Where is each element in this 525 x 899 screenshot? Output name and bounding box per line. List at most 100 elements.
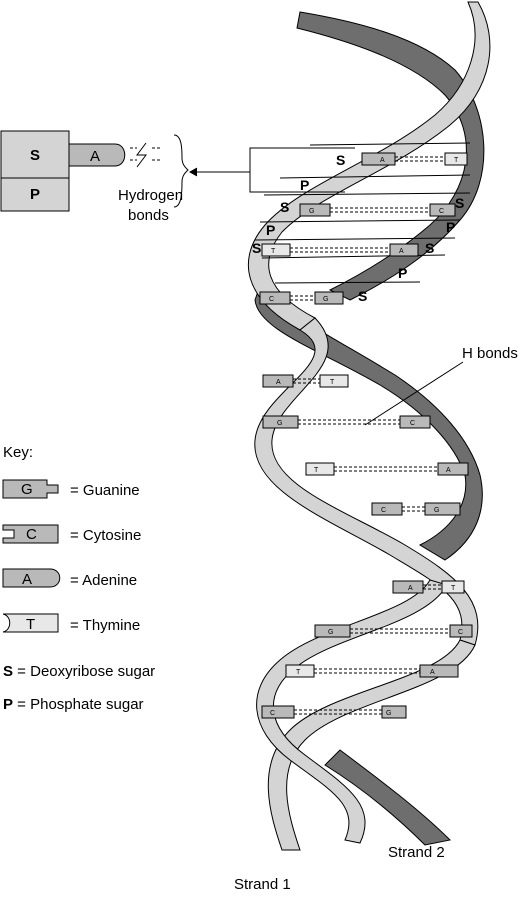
adenine-text: = Adenine [70, 572, 137, 589]
right-base-label: A [446, 467, 451, 474]
dark-seg-3 [324, 749, 452, 846]
detail-adenine-shape [68, 143, 126, 167]
adenine-letter: A [22, 571, 32, 588]
strand-s-6: S [358, 288, 367, 304]
left-base-label: G [328, 629, 333, 636]
left-base-label: T [314, 467, 319, 474]
adenine-icon [2, 568, 61, 588]
left-base-label: C [270, 710, 275, 717]
legend-title: Key: [3, 444, 33, 461]
strand-s-3: S [252, 240, 261, 256]
left-base-label: A [276, 379, 281, 386]
right-base-label: T [330, 379, 335, 386]
detail-phosphate-letter: P [30, 186, 40, 203]
strand-p-3: P [446, 219, 455, 235]
guanine-text: = Guanine [70, 482, 140, 499]
left-base-label: A [380, 157, 385, 164]
dark-seg-1 [296, 11, 485, 301]
base-pair: G C [314, 624, 473, 638]
right-base-label: C [439, 208, 444, 215]
legend-thymine: T = Thymine [2, 613, 140, 634]
right-base-label: T [454, 157, 459, 164]
legend-guanine: G = Guanine [2, 479, 140, 499]
legend-adenine: A = Adenine [2, 568, 137, 589]
strand-segment-lines [254, 142, 471, 284]
strand-letters: S P S P S S P S P S [252, 152, 464, 304]
bolt-icon [136, 142, 147, 168]
hydrogen-bond-marks [130, 142, 162, 168]
base-pair: C G [261, 705, 407, 719]
strand-s-2: S [280, 199, 289, 215]
bracket-callout [173, 134, 355, 208]
thymine-icon [2, 613, 59, 633]
base-pair: T A [261, 243, 419, 257]
selection-bracket [249, 147, 355, 193]
right-base-label: A [430, 669, 435, 676]
strand-s-4: S [455, 195, 464, 211]
hydrogen-label: Hydrogen [118, 187, 183, 204]
detail-phosphate-box [0, 177, 70, 212]
right-base [444, 152, 468, 166]
strand-light [247, 1, 491, 851]
brace-icon [173, 134, 189, 208]
left-base-label: G [309, 208, 314, 215]
base-pair: C G [259, 291, 344, 305]
strand-s-1: S [336, 152, 345, 168]
strand-p-2: P [266, 222, 275, 238]
right-base-label: G [386, 710, 391, 717]
base-pair: A T [392, 580, 465, 594]
strand-s-5: S [425, 240, 434, 256]
light-seg-4 [256, 579, 448, 844]
h-bonds-label: H bonds [462, 345, 518, 362]
left-base-label: T [271, 248, 276, 255]
right-base-label: C [458, 629, 463, 636]
strand-1-label: Strand 1 [234, 876, 291, 893]
detail-base-letter: A [90, 148, 100, 165]
strand-2-label: Strand 2 [388, 844, 445, 861]
phosphate-letter: P [3, 696, 13, 713]
thymine-letter: T [26, 616, 35, 633]
guanine-letter: G [21, 481, 33, 498]
left-base [361, 152, 396, 166]
left-base-label: A [408, 585, 413, 592]
detail-sugar-letter: S [30, 147, 40, 164]
right-base-label: A [399, 248, 404, 255]
thymine-text: = Thymine [70, 617, 140, 634]
sugar-letter: S [3, 663, 13, 680]
left-base-label: C [381, 507, 386, 514]
left-base-label: G [277, 420, 282, 427]
base-pair: T A [285, 664, 459, 678]
right-base-label: C [410, 420, 415, 427]
strand-p-1: P [300, 177, 309, 193]
base-pairs: A T G C T A C G [259, 152, 473, 719]
legend: Key: G = Guanine C = Cytosine A = Adenin… [2, 444, 155, 713]
legend-phosphate: P = Phosphate sugar [3, 696, 144, 713]
detail-panel: S P A Hydrogen bonds [0, 130, 183, 224]
cytosine-icon [2, 524, 59, 544]
right-base-label: G [434, 507, 439, 514]
base-pair: G C [262, 415, 431, 429]
base-pair: G C [299, 203, 456, 217]
cytosine-text: = Cytosine [70, 527, 141, 544]
legend-sugar: S = Deoxyribose sugar [3, 663, 155, 680]
h-bonds-leader [364, 361, 464, 426]
sugar-text: = Deoxyribose sugar [13, 663, 155, 680]
arrow-head-icon [188, 167, 198, 177]
cytosine-letter: C [26, 526, 37, 543]
right-base-label: G [323, 296, 328, 303]
right-base-label: T [451, 585, 456, 592]
base-pair: A T [262, 374, 349, 388]
bonds-label: bonds [128, 207, 169, 224]
strand-p-4: P [398, 265, 407, 281]
base-pair: T A [305, 462, 469, 476]
legend-cytosine: C = Cytosine [2, 524, 141, 544]
base-pair: A T [361, 152, 468, 166]
left-base-label: T [296, 669, 301, 676]
h-bonds-callout: H bonds [364, 345, 518, 426]
left-base-label: C [269, 296, 274, 303]
phosphate-text: = Phosphate sugar [13, 696, 144, 713]
base-pair: C G [371, 502, 461, 516]
guanine-icon [2, 479, 59, 499]
